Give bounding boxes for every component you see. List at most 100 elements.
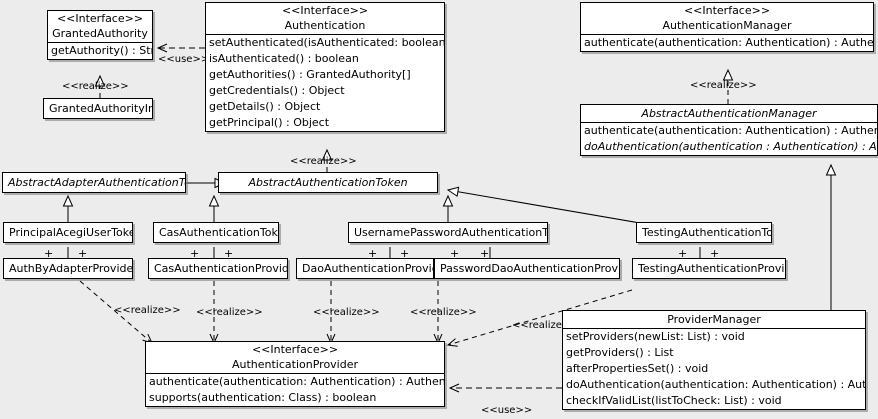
class-principal-acegi-user-token[interactable]: PrincipalAcegiUserToken <box>3 222 133 243</box>
operations-compartment: setProviders(newList: List) : void getPr… <box>563 329 865 409</box>
class-provider-manager[interactable]: ProviderManager setProviders(newList: Li… <box>562 310 866 410</box>
operation-getProviders: getProviders() : List <box>566 346 674 359</box>
class-header: TestingAuthenticationProvider <box>633 259 785 278</box>
operation-authenticate: authenticate(authentication: Authenticat… <box>584 124 877 137</box>
class-name: CasAuthenticationToken <box>159 226 279 239</box>
edge-label-realize-auth-by-adapter: <<realize>> <box>114 305 181 316</box>
operation-doAuthentication: doAuthentication(authentication : Authen… <box>584 140 877 153</box>
class-testing-authentication-token[interactable]: TestingAuthenticationToken <box>636 222 772 243</box>
class-header: UsernamePasswordAuthenticationToken <box>349 223 547 242</box>
edge-label-realize-cas-provider: <<realize>> <box>196 307 263 318</box>
class-abstract-authentication-manager[interactable]: AbstractAuthenticationManager authentica… <box>580 104 878 156</box>
multiplicity-testing-left: + <box>678 247 688 260</box>
operations-compartment: authenticate(authentication: Authenticat… <box>146 374 444 406</box>
class-authentication-manager[interactable]: <<Interface>> AuthenticationManager auth… <box>580 2 874 52</box>
class-name: AuthenticationManager <box>662 19 792 32</box>
operation-afterPropertiesSet: afterPropertiesSet() : void <box>566 362 709 375</box>
class-password-dao-authentication-provider[interactable]: PasswordDaoAuthenticationProvider <box>434 258 620 279</box>
class-authentication-provider[interactable]: <<Interface>> AuthenticationProvider aut… <box>145 341 445 407</box>
class-name: PrincipalAcegiUserToken <box>9 226 133 239</box>
compartment-divider <box>581 34 873 35</box>
class-header: PrincipalAcegiUserToken <box>4 223 132 242</box>
class-abstract-authentication-token[interactable]: AbstractAuthenticationToken <box>218 172 438 193</box>
class-header: GrantedAuthorityImpl <box>44 99 152 118</box>
compartment-divider <box>581 122 877 123</box>
edge-label-use-granted-authority: <<use>> <box>158 54 210 65</box>
class-header: AbstractAuthenticationToken <box>219 173 437 192</box>
class-header: ProviderManager <box>563 311 865 328</box>
edge-label-realize-granted-authority-impl: <<realize>> <box>62 81 129 92</box>
multiplicity-principal-left: + <box>44 247 54 260</box>
operations-compartment: setAuthenticated(isAuthenticated: boolea… <box>206 35 444 131</box>
class-abstract-adapter-authentication-token[interactable]: AbstractAdapterAuthenticationToken <box>2 172 186 193</box>
operation-authenticate: authenticate(authentication: Authenticat… <box>149 375 444 388</box>
class-cas-authentication-provider[interactable]: CasAuthenticationProvider <box>148 258 288 279</box>
class-name: AbstractAdapterAuthenticationToken <box>8 176 185 189</box>
class-auth-by-adapter-provider[interactable]: AuthByAdapterProvider <box>3 258 133 279</box>
class-header: AbstractAuthenticationManager <box>581 105 877 122</box>
class-username-password-authentication-token[interactable]: UsernamePasswordAuthenticationToken <box>348 222 548 243</box>
class-header: AbstractAdapterAuthenticationToken <box>3 173 185 192</box>
operation-setProviders: setProviders(newList: List) : void <box>566 330 745 343</box>
class-name: TestingAuthenticationProvider <box>638 262 785 275</box>
operation-getAuthority: getAuthority() : String <box>51 44 152 57</box>
stereotype-label: <<Interface>> <box>281 4 369 17</box>
class-name: AbstractAuthenticationToken <box>248 176 408 189</box>
class-name: AuthByAdapterProvider <box>9 262 133 275</box>
edge-label-use-provider-manager: <<use>> <box>481 405 533 416</box>
compartment-divider <box>206 34 444 35</box>
class-granted-authority-impl[interactable]: GrantedAuthorityImpl <box>43 98 153 119</box>
edge-label-realize-password-dao-provider: <<realize>> <box>410 307 477 318</box>
class-name: UsernamePasswordAuthenticationToken <box>354 226 548 239</box>
stereotype-label: <<Interface>> <box>251 343 339 356</box>
operation-doAuthentication: doAuthentication(authentication: Authent… <box>566 378 866 391</box>
operation-getPrincipal: getPrincipal() : Object <box>209 116 330 129</box>
class-name: AbstractAuthenticationManager <box>641 107 817 120</box>
class-header: CasAuthenticationToken <box>154 223 278 242</box>
multiplicity-principal-right: + <box>78 247 88 260</box>
compartment-divider <box>563 328 865 329</box>
stereotype-label: <<Interface>> <box>56 12 144 25</box>
class-cas-authentication-token[interactable]: CasAuthenticationToken <box>153 222 279 243</box>
operations-compartment: authenticate(authentication: Authenticat… <box>581 123 877 155</box>
class-header: PasswordDaoAuthenticationProvider <box>435 259 619 278</box>
class-granted-authority[interactable]: <<Interface>> GrantedAuthority getAuthor… <box>47 10 153 60</box>
class-header: CasAuthenticationProvider <box>149 259 287 278</box>
class-dao-authentication-provider[interactable]: DaoAuthenticationProvider <box>296 258 434 279</box>
edge-label-realize-dao-provider: <<realize>> <box>313 307 380 318</box>
class-header: DaoAuthenticationProvider <box>297 259 433 278</box>
class-header: <<Interface>> GrantedAuthority <box>48 11 152 42</box>
edge-label-realize-abstract-auth-token: <<realize>> <box>290 156 357 167</box>
stereotype-label: <<Interface>> <box>683 4 771 17</box>
multiplicity-upat-1: + <box>368 247 378 260</box>
operation-getDetails: getDetails() : Object <box>209 100 321 113</box>
class-header: <<Interface>> AuthenticationProvider <box>146 342 444 373</box>
class-name: GrantedAuthorityImpl <box>49 102 152 115</box>
edge-label-realize-testing-provider: <<realize>> <box>512 320 579 331</box>
operation-getAuthorities: getAuthorities() : GrantedAuthority[] <box>209 68 411 81</box>
class-header: TestingAuthenticationToken <box>637 223 771 242</box>
class-header: <<Interface>> Authentication <box>206 3 444 34</box>
multiplicity-cas-left: + <box>190 247 200 260</box>
compartment-divider <box>48 42 152 43</box>
operation-getCredentials: getCredentials() : Object <box>209 84 345 97</box>
class-name: GrantedAuthority <box>52 27 148 40</box>
class-name: AuthenticationProvider <box>231 358 359 371</box>
multiplicity-upat-3: + <box>450 247 460 260</box>
class-name: Authentication <box>284 19 366 32</box>
operation-checkIfValidList: checkIfValidList(listToCheck: List) : vo… <box>566 394 782 407</box>
class-name: DaoAuthenticationProvider <box>302 262 433 275</box>
class-header: AuthByAdapterProvider <box>4 259 132 278</box>
operation-authenticate: authenticate(authentication: Authenticat… <box>584 36 874 49</box>
compartment-divider <box>146 373 444 374</box>
edge-label-realize-abstract-auth-manager: <<realize>> <box>690 80 757 91</box>
operations-compartment: getAuthority() : String <box>48 43 152 59</box>
multiplicity-upat-4: + <box>480 247 490 260</box>
operation-isAuthenticated: isAuthenticated() : boolean <box>209 52 359 65</box>
class-name: TestingAuthenticationToken <box>642 226 771 239</box>
multiplicity-testing-right: + <box>710 247 720 260</box>
class-testing-authentication-provider[interactable]: TestingAuthenticationProvider <box>632 258 786 279</box>
class-header: <<Interface>> AuthenticationManager <box>581 3 873 34</box>
class-authentication[interactable]: <<Interface>> Authentication setAuthenti… <box>205 2 445 132</box>
